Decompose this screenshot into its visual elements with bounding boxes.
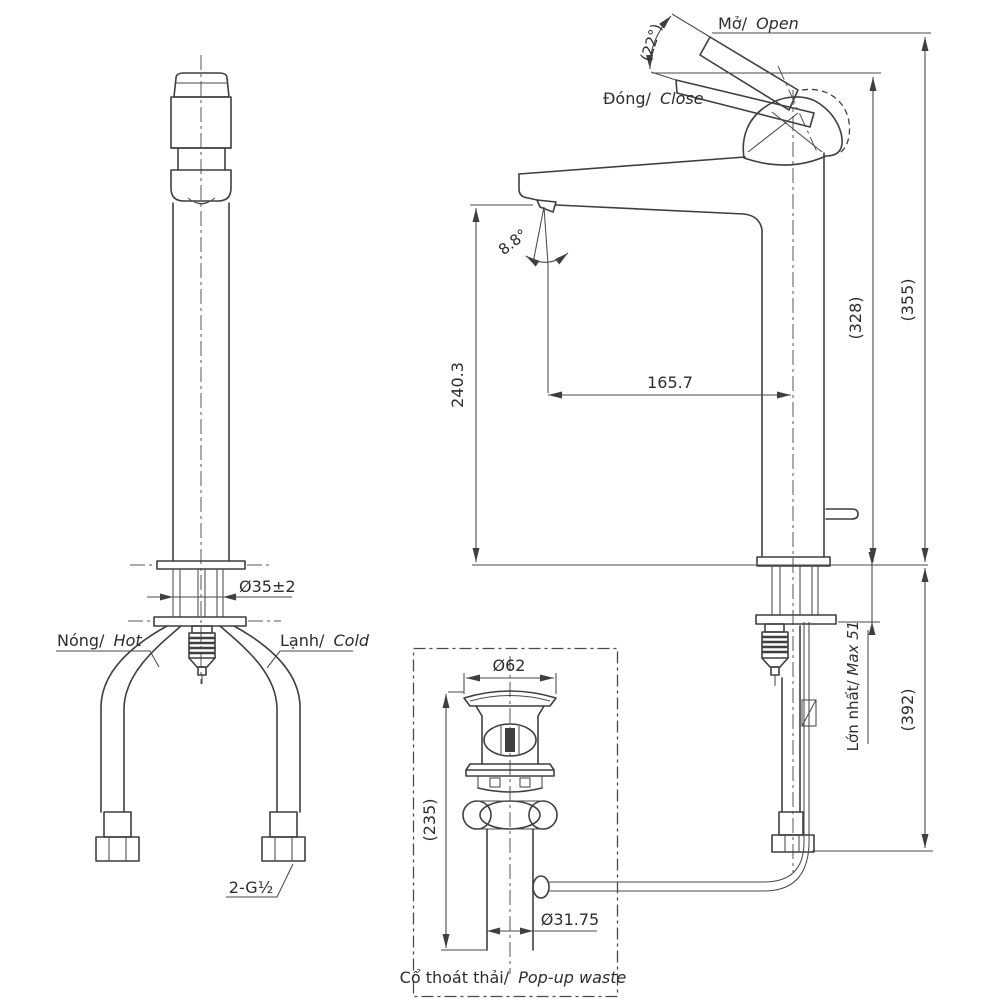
cold-label-en: Cold: [333, 631, 369, 650]
open-label: Mở/ Open: [718, 14, 799, 33]
open-label-vi: Mở/: [718, 14, 748, 33]
cold-label-vi: Lạnh/: [280, 631, 325, 650]
flange-diameter-label: Ø62: [493, 656, 526, 675]
dimension-spout-reach: 165.7: [548, 373, 791, 399]
front-view: Ø35±2 Nóng/: [56, 55, 370, 898]
inlet-thread-text: 2-G½: [229, 878, 273, 897]
handle-open-position: [671, 13, 799, 111]
cold-supply-hose: [219, 625, 306, 862]
svg-text:Nóng/ Hot: Nóng/ Hot: [57, 631, 142, 650]
height-closed-label: (328): [846, 296, 865, 339]
handle-angle-label: (22°): [637, 21, 666, 63]
max-deck-label-en: Max 51: [844, 621, 862, 676]
popup-waste-caption: Cổ thoát thải/ Pop-up waste: [400, 968, 627, 987]
height-open-label: (355): [898, 278, 917, 321]
hot-label: Nóng/ Hot: [56, 631, 160, 668]
dimension-max-deck-thickness: Lớn nhất/ Max 51: [838, 552, 880, 751]
dimension-height-open: (355): [712, 32, 931, 562]
deck-flange-side: [756, 556, 831, 567]
hot-label-en: Hot: [114, 631, 143, 650]
max-deck-label-vi: Lớn nhất/: [844, 679, 862, 751]
spout-height-label: 240.3: [448, 362, 467, 408]
shank-diameter-label: Ø35±2: [239, 577, 296, 596]
dimension-flange-diameter: Ø62: [463, 656, 557, 694]
dimension-body-length: (235): [420, 691, 487, 951]
open-label-en: Open: [756, 14, 799, 33]
cold-label: Lạnh/ Cold: [266, 631, 370, 669]
hot-label-vi: Nóng/: [57, 631, 105, 650]
neck-front: [170, 147, 232, 171]
check-valve-side: [761, 623, 789, 686]
popup-lift-rod: [549, 622, 817, 892]
lever-ball-joint: [532, 875, 550, 899]
svg-text:Lớn nhất/ Max 51: Lớn nhất/ Max 51: [844, 621, 862, 752]
mounting-front: [128, 560, 281, 627]
hot-supply-hose: [95, 625, 182, 862]
spout-front: [170, 169, 232, 205]
dimension-tail-diameter: Ø31.75: [487, 910, 599, 935]
spout-reach-label: 165.7: [647, 373, 693, 392]
shank-side: [755, 566, 837, 625]
inlet-thread-label: 2-G½: [226, 863, 294, 898]
close-label: Đóng/ Close: [603, 89, 704, 108]
popup-waste-detail: Ø62 (235): [400, 647, 627, 998]
handle-body-side: [742, 65, 851, 166]
handle-open-ghost: [801, 88, 851, 155]
side-view: (22°): [448, 13, 933, 892]
dimension-handle-angle: (22°): [637, 15, 672, 70]
dimension-height-closed: (328): [652, 72, 881, 562]
popup-knob: [825, 508, 859, 520]
svg-text:Lạnh/ Cold: Lạnh/ Cold: [280, 631, 370, 650]
popup-waste-body: [462, 690, 558, 951]
dimension-below-deck: (392): [812, 568, 933, 852]
supply-hose-side: [771, 625, 815, 853]
detail-border: [412, 647, 619, 998]
spout-angle-label: 8.8°: [495, 225, 531, 258]
close-label-vi: Đóng/: [603, 89, 651, 108]
close-label-en: Close: [660, 89, 704, 108]
popup-caption-en: Pop-up waste: [518, 968, 626, 987]
check-valve-front: [188, 625, 216, 684]
popup-caption-vi: Cổ thoát thải/: [400, 968, 510, 987]
dimension-spout-angle: 8.8°: [495, 206, 569, 393]
below-deck-label: (392): [898, 688, 917, 731]
body-length-label: (235): [420, 798, 439, 841]
tail-diameter-label: Ø31.75: [541, 910, 599, 929]
dimension-spout-height: 240.3: [448, 204, 533, 562]
dimension-shank-diameter: Ø35±2: [147, 577, 296, 601]
body-front: [172, 202, 230, 562]
spout-side: [518, 152, 825, 558]
